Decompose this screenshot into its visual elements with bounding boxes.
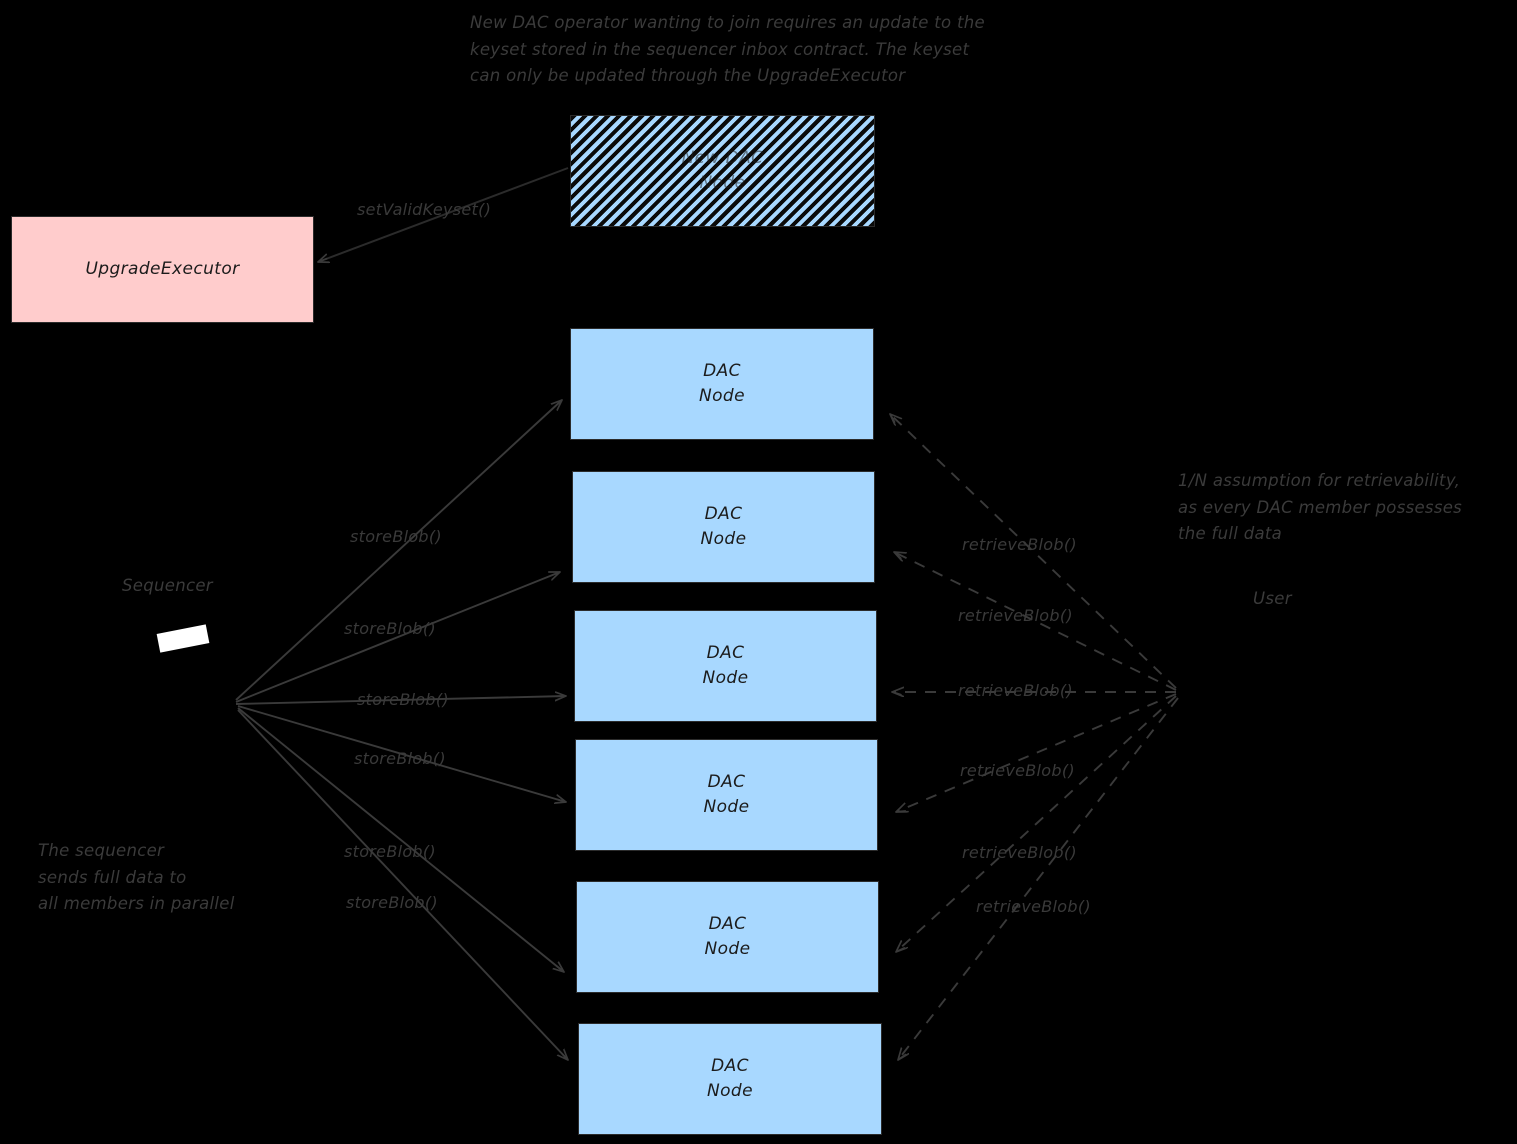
edge-label-store-blob-4: storeBlob()	[354, 749, 446, 768]
right-annotation: 1/N assumption for retrievability, as ev…	[1178, 471, 1463, 544]
node-dac-node-4-line1: DAC	[707, 772, 746, 793]
edge-label-retrieve-blob-6: retrieveBlob()	[976, 897, 1091, 916]
node-dac-node-2-line1: DAC	[704, 504, 743, 525]
edge-label-retrieve-blob-2: retrieveBlob()	[958, 606, 1073, 625]
node-dac-node-5-line1: DAC	[708, 914, 747, 935]
edge-retrieve-blob-group	[890, 414, 1179, 1060]
edge-label-retrieve-blob-5: retrieveBlob()	[962, 843, 1077, 862]
edge-label-store-blob-2: storeBlob()	[344, 619, 436, 638]
edge-label-retrieve-blob-1: retrieveBlob()	[962, 535, 1077, 554]
edge-label-store-blob-3: storeBlob()	[357, 690, 449, 709]
edge-label-store-blob-5: storeBlob()	[344, 842, 436, 861]
edge-label-store-blob-1: storeBlob()	[350, 527, 442, 546]
node-dac-node-5-line2: Node	[704, 939, 751, 959]
top-annotation: New DAC operator wanting to join require…	[470, 13, 985, 86]
bottom-left-annotation: The sequencer sends full data to all mem…	[38, 841, 235, 914]
node-dac-node-1-line1: DAC	[703, 361, 741, 382]
node-dac-node-4[interactable]: DAC Node	[575, 739, 878, 851]
node-upgrade-executor[interactable]: UpgradeExecutor	[11, 216, 314, 323]
node-dac-node-3-line1: DAC	[706, 643, 745, 664]
node-dac-node-1-line2: Node	[699, 386, 745, 406]
edge-label-retrieve-blob-4: retrieveBlob()	[960, 761, 1075, 780]
node-dac-node-1[interactable]: DAC Node	[570, 328, 874, 440]
node-upgrade-executor-label: UpgradeExecutor	[85, 259, 240, 280]
node-new-dac-node-line2: Node	[699, 173, 746, 193]
node-new-dac-node[interactable]: New DAC Node	[570, 115, 875, 227]
node-dac-node-4-line2: Node	[703, 797, 750, 817]
node-dac-node-6-line1: DAC	[711, 1056, 749, 1077]
node-dac-node-3[interactable]: DAC Node	[574, 610, 877, 722]
actor-label-sequencer: Sequencer	[122, 576, 213, 595]
sequencer-icon	[156, 624, 210, 653]
edge-label-retrieve-blob-3: retrieveBlob()	[958, 681, 1073, 700]
node-dac-node-5[interactable]: DAC Node	[576, 881, 879, 993]
node-dac-node-2-line2: Node	[700, 529, 747, 549]
node-dac-node-2[interactable]: DAC Node	[572, 471, 875, 583]
node-dac-node-6[interactable]: DAC Node	[578, 1023, 882, 1135]
actor-label-user: User	[1253, 589, 1292, 608]
edge-label-set-valid-keyset: setValidKeyset()	[357, 200, 492, 219]
node-new-dac-node-line1: New DAC	[681, 148, 764, 169]
node-dac-node-3-line2: Node	[702, 668, 749, 688]
edge-label-store-blob-6: storeBlob()	[346, 893, 438, 912]
edge-store-blob-group	[235, 400, 568, 1060]
node-dac-node-6-line2: Node	[707, 1081, 753, 1101]
